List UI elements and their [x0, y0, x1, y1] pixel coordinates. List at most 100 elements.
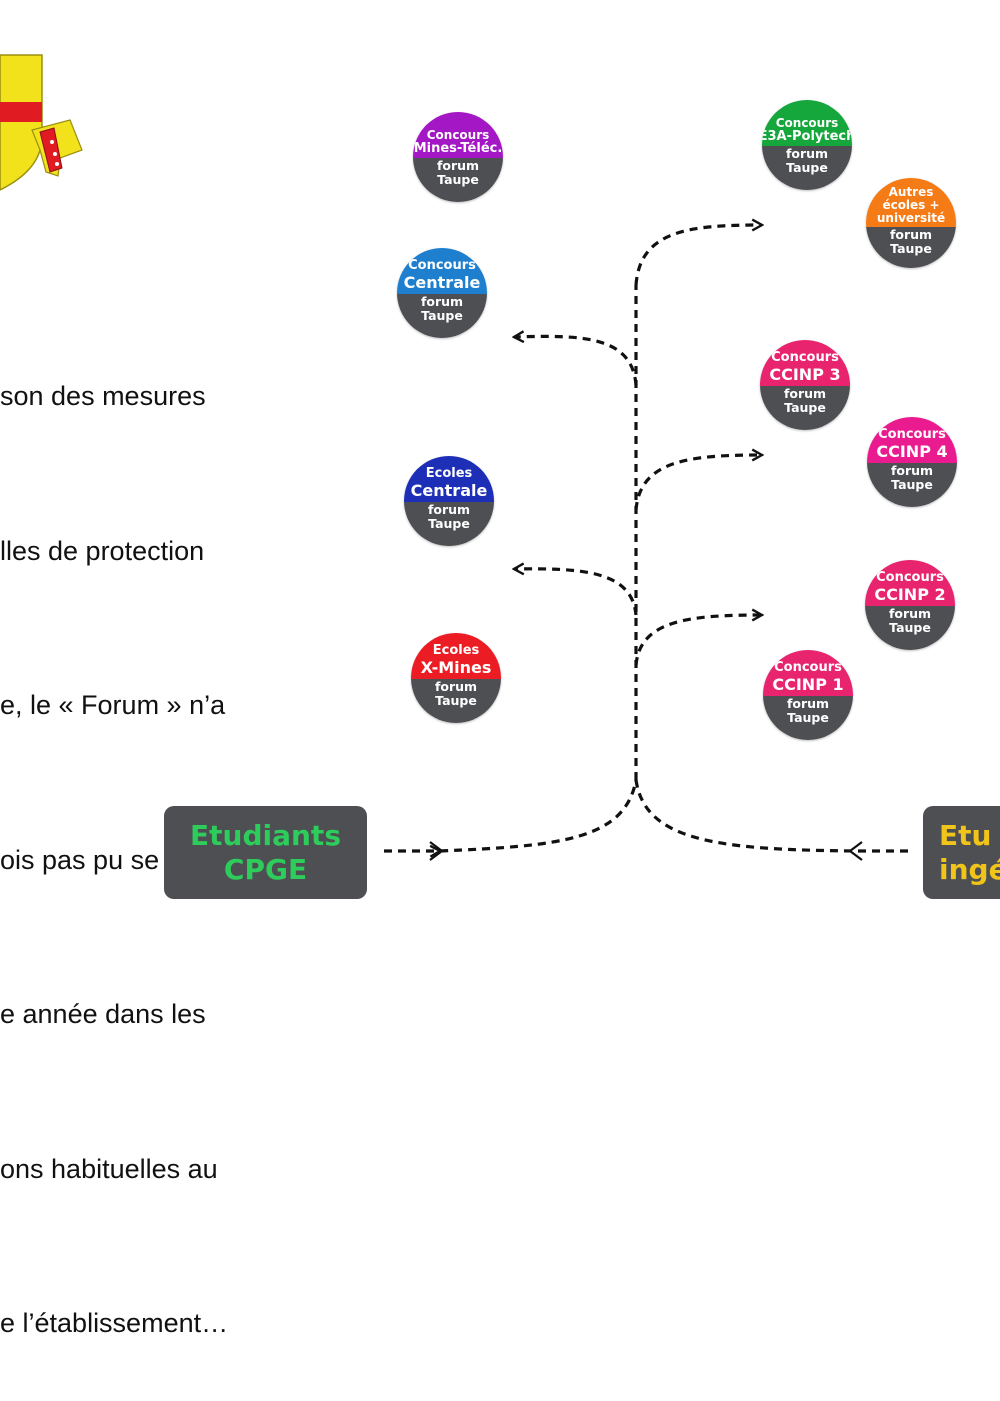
badge-ccinp-4[interactable]: Concours CCINP 4 forum Taupe [867, 417, 957, 507]
badge-footer: forum Taupe [404, 501, 494, 546]
box-line-2: CPGE [223, 852, 308, 886]
badge-line-1: Concours [876, 569, 944, 585]
crest-dot-2 [53, 152, 57, 156]
badge-taupe-label: Taupe [428, 515, 470, 531]
badge-forum-label: forum [786, 695, 830, 711]
badge-footer: forum Taupe [397, 293, 487, 338]
badge-ccinp-2[interactable]: Concours CCINP 2 forum Taupe [865, 560, 955, 650]
branch-to-ccinp-1-2 [634, 615, 762, 666]
badge-line-2: X-Mines [420, 657, 492, 677]
badge-line-1: Concours [771, 349, 839, 365]
box-etudiants-cpge[interactable]: Etudiants CPGE [164, 806, 367, 899]
badge-line-2: CCINP 4 [876, 441, 948, 461]
badge-line-1: Ecoles [425, 465, 473, 481]
badge-footer: forum Taupe [760, 385, 850, 430]
badge-taupe-label: Taupe [435, 692, 477, 708]
left-feeder-arrowhead [429, 841, 444, 861]
badge-forum-label: forum [890, 462, 934, 478]
badge-taupe-label: Taupe [784, 399, 826, 415]
badge-footer: forum Taupe [763, 695, 853, 740]
badge-line-2: E3A-Polytech [762, 128, 852, 144]
crest-dot-3 [55, 162, 59, 166]
badge-header: Concours CCINP 2 [865, 560, 955, 606]
badge-line-2: CCINP 3 [769, 364, 841, 384]
badge-line-1: Autres [888, 184, 934, 199]
crest-dot-1 [50, 140, 54, 144]
badge-footer: forum Taupe [866, 226, 956, 268]
branch-to-ccinp-3-4 [634, 455, 762, 511]
badge-taupe-label: Taupe [890, 240, 932, 256]
right-feeder-line [634, 779, 908, 853]
left-feeder-line [384, 779, 638, 851]
badge-forum-label: forum [434, 678, 478, 694]
badge-line-2: CCINP 2 [874, 584, 946, 604]
badge-header: Concours E3A-Polytech [762, 100, 852, 146]
connector-diagram [384, 0, 908, 861]
badge-header: Ecoles Centrale [404, 456, 494, 502]
badge-autres-ecoles[interactable]: Autres écoles + université forum Taupe [866, 178, 956, 268]
badge-header: Ecoles X-Mines [411, 633, 501, 679]
badge-taupe-label: Taupe [787, 709, 829, 725]
crest-shield [0, 54, 43, 191]
badge-centrale-concours[interactable]: Concours Centrale forum Taupe [397, 248, 487, 338]
notice-line-2: lles de protection [0, 535, 205, 566]
badge-footer: forum Taupe [413, 157, 503, 202]
notice-line-7: e l’établissement… [0, 1308, 229, 1338]
badge-line-2: Centrale [403, 272, 481, 292]
badge-line-1: Ecoles [432, 642, 480, 658]
crest-band [0, 102, 42, 122]
badge-forum-label: forum [783, 385, 827, 401]
badge-ecoles-centrale[interactable]: Ecoles Centrale forum Taupe [404, 456, 494, 546]
notice-line-6: ons habituelles au [0, 1153, 218, 1184]
badge-line-2: Mines-Téléc. [413, 140, 503, 156]
badge-header: Concours Centrale [397, 248, 487, 294]
badge-header: Concours CCINP 4 [867, 417, 957, 463]
badge-e3a-polytech[interactable]: Concours E3A-Polytech forum Taupe [762, 100, 852, 190]
badge-header: Autres écoles + université [866, 178, 956, 227]
box-line-2: ingé [939, 852, 1000, 886]
box-line-1: Etudiants [190, 818, 341, 852]
badge-line-1: Concours [775, 115, 839, 130]
badge-line-1: Concours [774, 659, 842, 675]
notice-line-5: e année dans les [0, 999, 206, 1029]
badge-line-1: Concours [426, 127, 490, 142]
badge-forum-label: forum [420, 293, 464, 309]
badge-ccinp-1[interactable]: Concours CCINP 1 forum Taupe [763, 650, 853, 740]
crest-ribbon-fold [39, 127, 63, 173]
badge-header: Concours Mines-Téléc. [413, 112, 503, 158]
branch-to-e3a-polytech [634, 225, 762, 286]
badge-header: Concours CCINP 1 [763, 650, 853, 696]
badge-line-1: Concours [878, 426, 946, 442]
badge-forum-label: forum [436, 157, 480, 173]
badge-forum-label: forum [785, 145, 829, 161]
badge-taupe-label: Taupe [786, 159, 828, 175]
badge-taupe-label: Taupe [889, 619, 931, 635]
crest-logo [0, 54, 83, 191]
badge-footer: forum Taupe [762, 145, 852, 190]
badge-line-2: CCINP 1 [772, 674, 844, 694]
badge-taupe-label: Taupe [421, 307, 463, 323]
badge-line-3: université [876, 210, 946, 225]
box-etudiants-ingenieurs[interactable]: Etu ingé [923, 806, 1000, 899]
badge-line-1: Concours [408, 257, 476, 273]
badge-forum-label: forum [427, 501, 471, 517]
badge-line-2: écoles + [882, 197, 940, 212]
badge-ecoles-x-mines[interactable]: Ecoles X-Mines forum Taupe [411, 633, 501, 723]
badge-footer: forum Taupe [865, 605, 955, 650]
badge-header: Concours CCINP 3 [760, 340, 850, 386]
badge-line-2: Centrale [410, 480, 488, 500]
badge-taupe-label: Taupe [891, 476, 933, 492]
branch-to-ecoles-centrale [514, 569, 638, 616]
notice-line-1: son des mesures [0, 381, 206, 411]
box-line-1: Etu [939, 818, 992, 852]
badge-ccinp-3[interactable]: Concours CCINP 3 forum Taupe [760, 340, 850, 430]
badge-footer: forum Taupe [867, 462, 957, 507]
badge-forum-label: forum [889, 226, 933, 242]
badge-footer: forum Taupe [411, 678, 501, 723]
right-feeder-arrowhead [848, 841, 863, 861]
notice-line-3: e, le « Forum » n’a [0, 690, 226, 720]
badge-forum-label: forum [888, 605, 932, 621]
badge-mines-telec[interactable]: Concours Mines-Téléc. forum Taupe [413, 112, 503, 202]
branch-to-centrale-concours [514, 336, 638, 386]
badge-taupe-label: Taupe [437, 171, 479, 187]
